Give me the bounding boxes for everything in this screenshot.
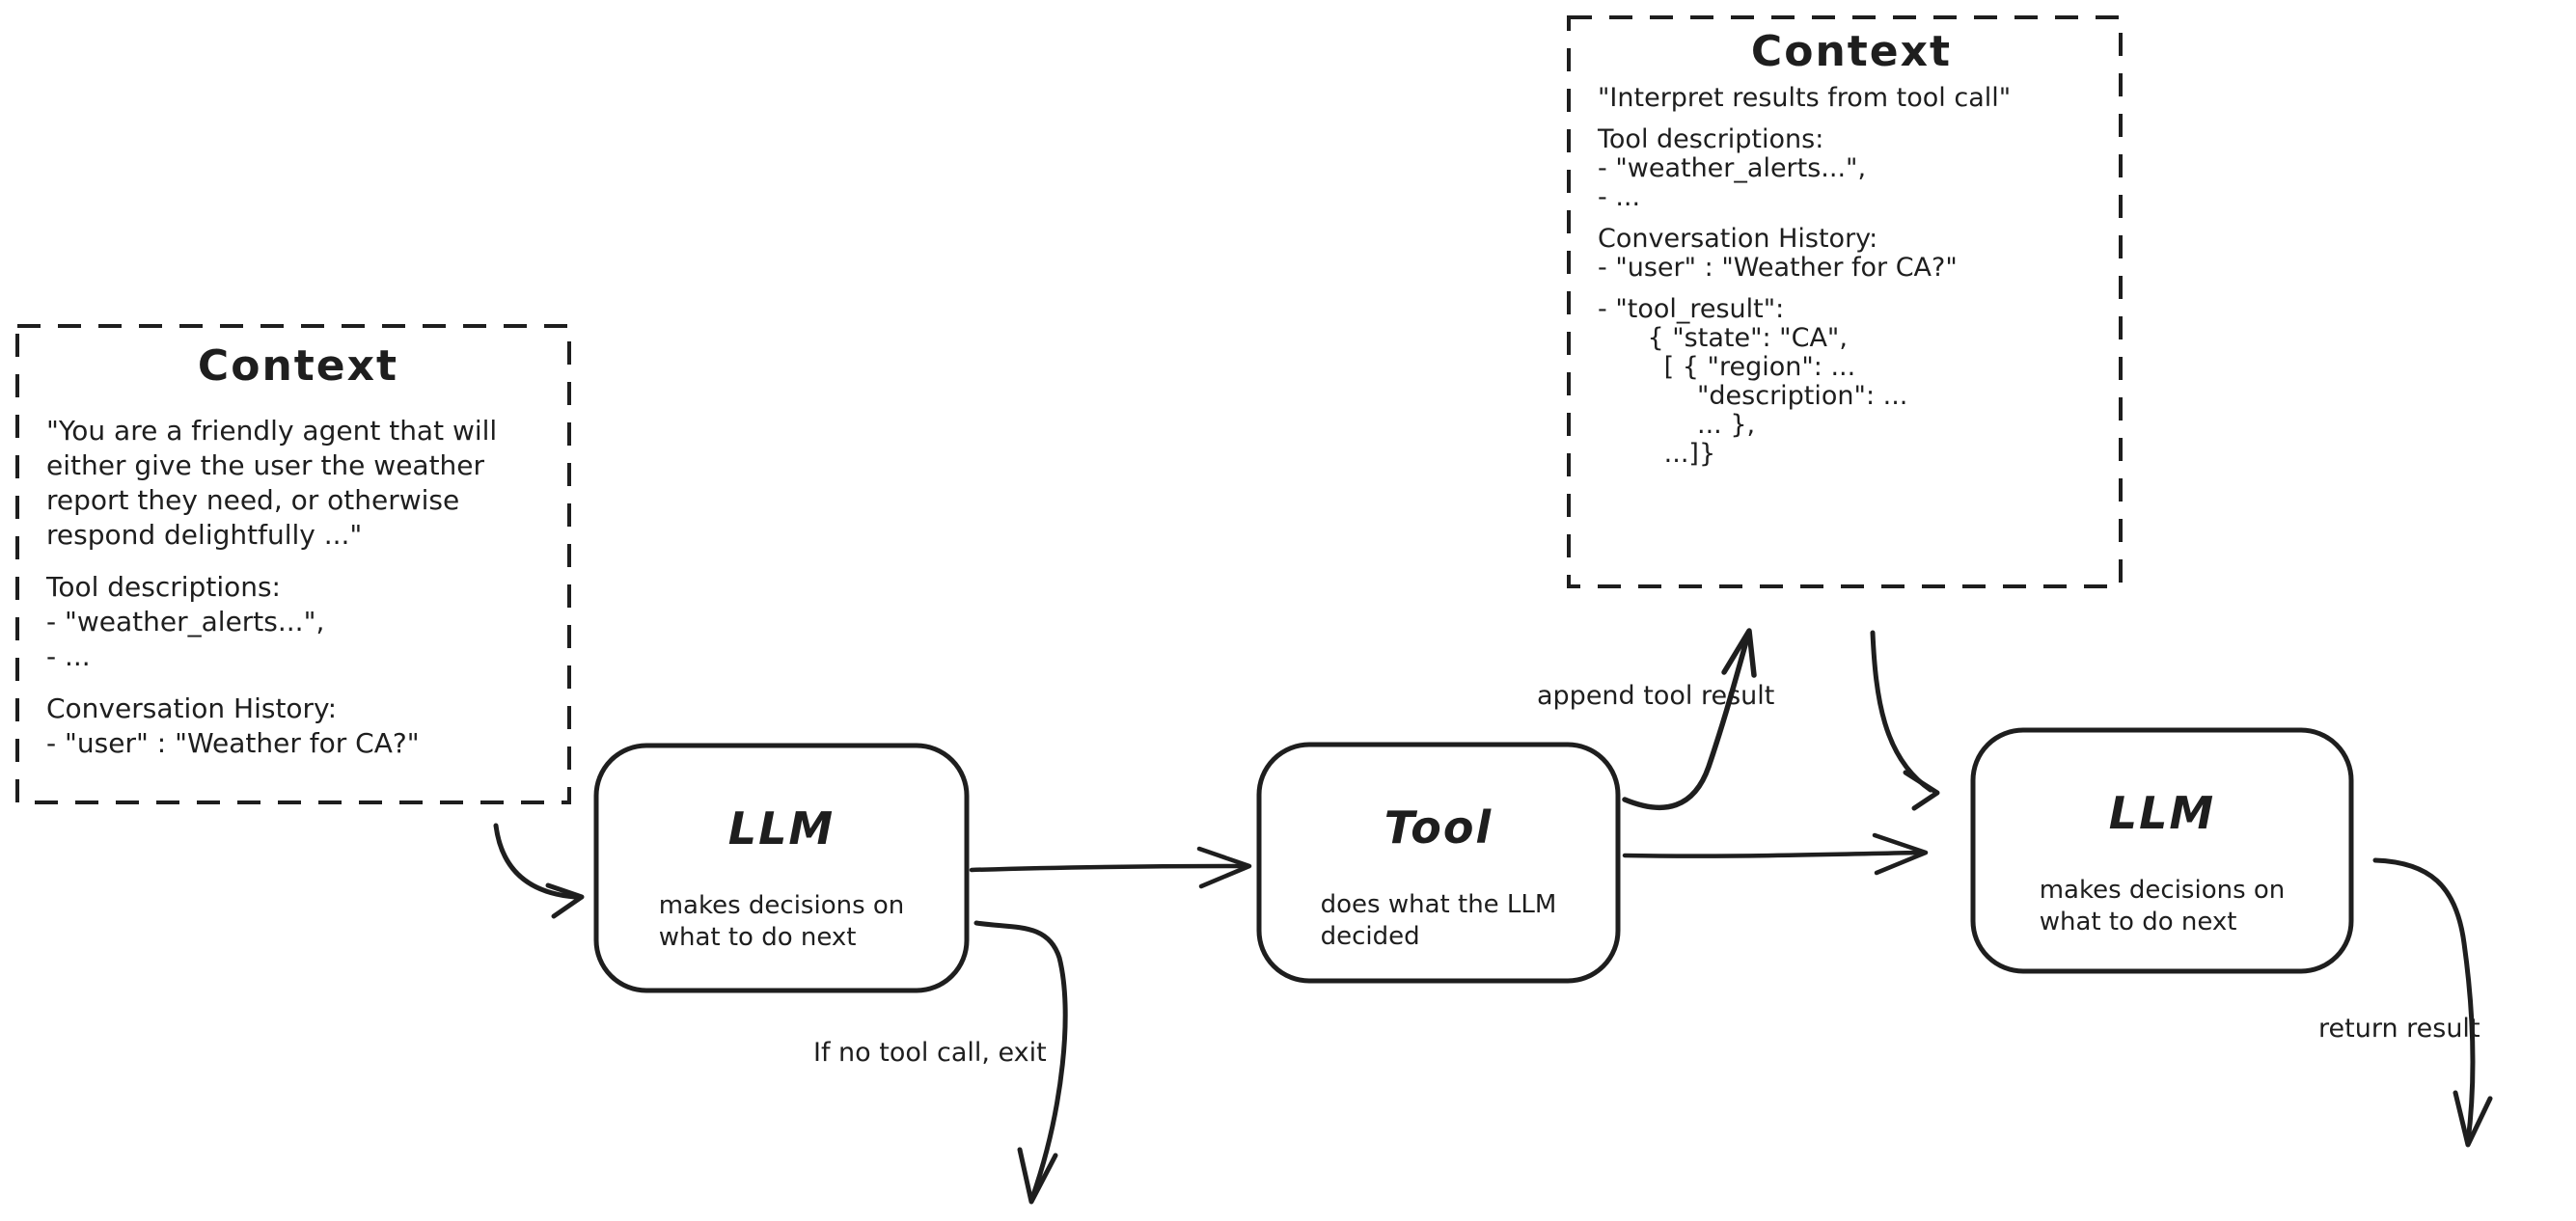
llm1-title: LLM: [727, 802, 836, 855]
system-prompt-block: "Interpret results from tool call": [1598, 84, 2105, 113]
text-line: - "weather_alerts...",: [1598, 153, 1867, 183]
context-left-body: "You are a friendly agent that will eith…: [46, 414, 550, 761]
text-line: decided: [1320, 922, 1420, 951]
text-line: Tool descriptions:: [1598, 124, 1824, 154]
system-prompt-block: "You are a friendly agent that will eith…: [46, 414, 550, 553]
tool-title: Tool: [1384, 801, 1494, 854]
arrow-llm1-to-tool: [969, 846, 1252, 889]
context-left-title: Context: [197, 341, 399, 391]
text-line: Conversation History:: [1598, 224, 1878, 254]
context-right-title: Context: [1750, 27, 1953, 76]
arrow-tool-to-llm2: [1622, 832, 1929, 876]
return-result-label: return result: [2318, 1014, 2480, 1044]
arrow-context-right-to-llm2: [1870, 630, 1940, 811]
text-line: ... },: [1598, 410, 1756, 440]
tool-subtitle: does what the LLM decided: [1321, 889, 1557, 953]
text-line: Conversation History:: [46, 692, 338, 724]
text-line: does what the LLM: [1320, 890, 1557, 919]
text-line: report they need, or otherwise: [46, 484, 460, 516]
llm1-subtitle: makes decisions on what to do next: [659, 890, 905, 954]
context-right-body: "Interpret results from tool call" Tool …: [1598, 84, 2105, 469]
tool-subtitle-wrap: does what the LLM decided: [1259, 889, 1618, 953]
tool-node: Tool does what the LLM decided: [1259, 745, 1618, 981]
text-line: either give the user the weather: [46, 449, 485, 481]
text-line: Tool descriptions:: [46, 571, 281, 603]
text-line: - "weather_alerts...",: [46, 606, 325, 638]
text-line: { "state": "CA",: [1598, 323, 1848, 353]
context-right-box: Context "Interpret results from tool cal…: [1569, 17, 2121, 586]
text-line: makes decisions on: [2039, 876, 2286, 905]
text-line: "Interpret results from tool call": [1598, 83, 2012, 113]
text-line: what to do next: [2039, 908, 2237, 936]
if-no-tool-call-exit-label: If no tool call, exit: [813, 1038, 1047, 1068]
conversation-history-block: Conversation History: - "user" : "Weathe…: [1598, 225, 2105, 283]
arrow-tool-to-context-right: [1622, 628, 1757, 811]
tool-descriptions-block: Tool descriptions: - "weather_alerts..."…: [46, 570, 550, 674]
text-line: ...]}: [1598, 439, 1716, 469]
llm2-node: LLM makes decisions on what to do next: [1973, 730, 2351, 971]
llm1-node: LLM makes decisions on what to do next: [596, 746, 967, 990]
conversation-history-block: Conversation History: - "user" : "Weathe…: [46, 692, 550, 761]
llm2-title: LLM: [2108, 787, 2216, 839]
llm1-subtitle-wrap: makes decisions on what to do next: [596, 890, 967, 954]
text-line: - "tool_result":: [1598, 294, 1785, 324]
text-line: - ...: [46, 640, 91, 672]
text-line: "You are a friendly agent that will: [46, 415, 498, 447]
tool-node-border: [1256, 742, 1621, 984]
context-left-box-border: [15, 324, 571, 804]
text-line: - "user" : "Weather for CA?": [1598, 253, 1958, 283]
llm2-subtitle: makes decisions on what to do next: [2040, 875, 2286, 938]
tool-descriptions-block: Tool descriptions: - "weather_alerts..."…: [1598, 125, 2105, 212]
text-line: respond delightfully ...": [46, 519, 363, 551]
text-line: what to do next: [658, 923, 857, 952]
text-line: [ { "region": ...: [1598, 352, 1856, 382]
context-left-box: Context "You are a friendly agent that w…: [17, 326, 569, 802]
tool-result-block: - "tool_result": { "state": "CA", [ { "r…: [1598, 295, 2105, 469]
arrow-llm1-exit: [973, 920, 1068, 1205]
llm2-node-border: [1970, 727, 2354, 974]
arrow-llm2-return: [2372, 857, 2493, 1148]
context-right-box-border: [1567, 15, 2123, 588]
llm1-node-border: [593, 743, 970, 993]
append-tool-result-label: append tool result: [1537, 681, 1775, 711]
text-line: - ...: [1598, 182, 1641, 212]
text-line: - "user" : "Weather for CA?": [46, 727, 420, 759]
text-line: "description": ...: [1598, 381, 1908, 411]
text-line: makes decisions on: [658, 891, 905, 920]
arrow-context-left-to-llm1: [493, 823, 585, 919]
llm2-subtitle-wrap: makes decisions on what to do next: [1973, 875, 2351, 938]
